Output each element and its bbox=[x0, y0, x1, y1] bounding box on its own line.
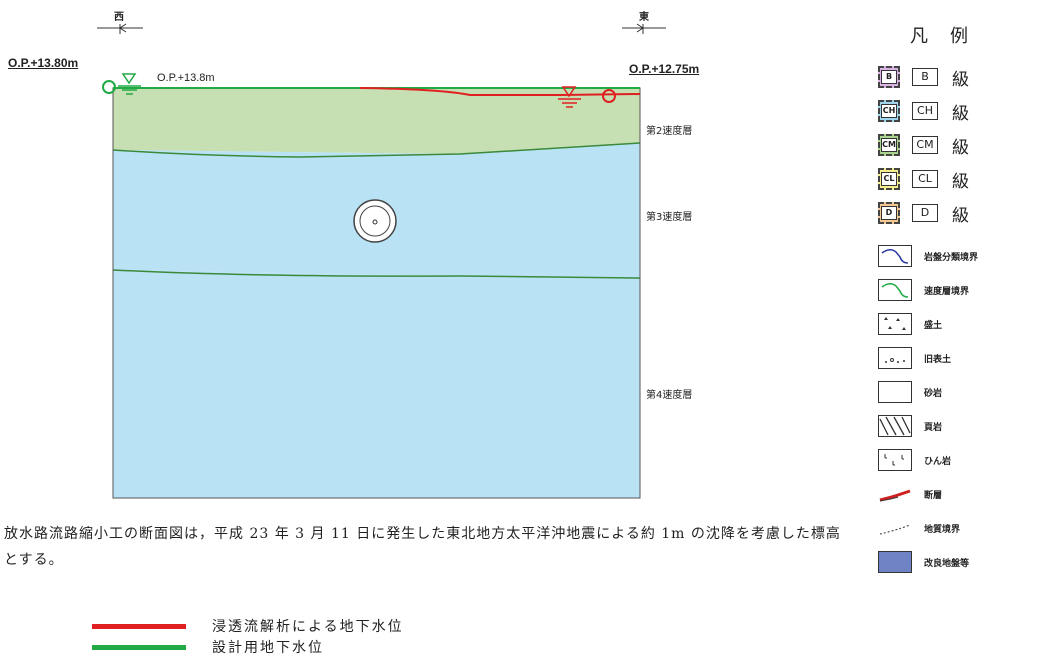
legend-grade-d: D D 級 bbox=[878, 200, 969, 226]
grade-cm-suffix: 級 bbox=[952, 137, 969, 158]
legend-title: 凡例 bbox=[910, 26, 990, 47]
legend-fill-soil: 盛土 bbox=[878, 311, 1034, 337]
inner-elevation-label: O.P.+13.8m bbox=[157, 72, 215, 84]
second-velocity-layer bbox=[113, 88, 640, 154]
fault-label: 断層 bbox=[924, 490, 943, 501]
shale-icon bbox=[878, 415, 912, 437]
grade-cm-swatch-code: CM bbox=[881, 138, 897, 152]
rock-class-boundary-label: 岩盤分類境界 bbox=[924, 252, 979, 263]
fourth-velocity-layer bbox=[113, 270, 640, 498]
legend-rock-class-boundary: 岩盤分類境界 bbox=[878, 243, 1034, 269]
velocity-boundary-icon bbox=[878, 279, 912, 301]
improved-ground-icon bbox=[878, 551, 912, 573]
design-water-level-symbol-icon bbox=[118, 73, 141, 95]
grade-cl-swatch-code: CL bbox=[881, 172, 897, 186]
fault-icon bbox=[879, 489, 911, 502]
fourth-velocity-layer-label: 第4速度層 bbox=[646, 390, 693, 401]
grade-ch-suffix: 級 bbox=[952, 103, 969, 124]
grade-b-swatch: B bbox=[878, 66, 900, 88]
infiltration-line-label: 浸透流解析による地下水位 bbox=[212, 619, 404, 635]
grade-cl-code: CL bbox=[912, 170, 938, 188]
legend-fault: 断層 bbox=[878, 481, 1034, 507]
grade-ch-swatch-code: CH bbox=[881, 104, 897, 118]
design-line-swatch bbox=[92, 644, 186, 650]
design-line-label: 設計用地下水位 bbox=[212, 640, 324, 656]
left-elevation-marker-icon bbox=[102, 80, 116, 94]
porphyrite-icon bbox=[878, 449, 912, 471]
grade-cl-suffix: 級 bbox=[952, 171, 969, 192]
infiltration-line-swatch bbox=[92, 623, 186, 629]
layer-boundary-3-4 bbox=[112, 269, 641, 279]
legend-grade-cl: CL CL 級 bbox=[878, 166, 969, 192]
east-direction-arrow-icon bbox=[622, 23, 666, 34]
legend-grade-b: B B 級 bbox=[878, 64, 969, 90]
second-velocity-layer-label: 第2速度層 bbox=[646, 126, 693, 137]
legend-velocity-boundary: 速度層境界 bbox=[878, 277, 1034, 303]
grade-d-suffix: 級 bbox=[952, 205, 969, 226]
porphyrite-label: ひん岩 bbox=[924, 456, 952, 467]
grade-b-suffix: 級 bbox=[952, 69, 969, 90]
grade-d-swatch-code: D bbox=[881, 206, 897, 220]
legend-sandstone: 砂岩 bbox=[878, 379, 1034, 405]
improved-ground-label: 改良地盤等 bbox=[924, 558, 970, 569]
legend-panel: 凡例 B B 級 CH CH 級 CM CM 級 CL CL 級 D D 級 岩… bbox=[860, 0, 1047, 662]
sandstone-label: 砂岩 bbox=[924, 388, 943, 399]
legend-grade-ch: CH CH 級 bbox=[878, 98, 969, 124]
old-topsoil-label: 旧表土 bbox=[924, 354, 952, 365]
section-note: 放水路流路縮小工の断面図は，平成 23 年 3 月 11 日に発生した東北地方太… bbox=[4, 526, 841, 568]
fill-soil-label: 盛土 bbox=[924, 320, 943, 331]
infiltration-water-level-line bbox=[359, 87, 641, 96]
grade-ch-swatch: CH bbox=[878, 100, 900, 122]
grade-b-code: B bbox=[912, 68, 938, 86]
geologic-boundary-icon bbox=[879, 524, 911, 535]
left-elevation-label: O.P.+13.80m bbox=[8, 56, 79, 70]
water-level-legend-infiltration: 浸透流解析による地下水位 bbox=[92, 617, 404, 635]
culvert-pipe-icon bbox=[353, 199, 397, 243]
geologic-boundary-label: 地質境界 bbox=[924, 524, 961, 535]
legend-old-topsoil: 旧表土 bbox=[878, 345, 1034, 371]
legend-grade-cm: CM CM 級 bbox=[878, 132, 969, 158]
legend-shale: 頁岩 bbox=[878, 413, 1034, 439]
grade-b-swatch-code: B bbox=[881, 70, 897, 84]
grade-cm-code: CM bbox=[912, 136, 938, 154]
rock-class-boundary-icon bbox=[878, 245, 912, 267]
grade-cm-swatch: CM bbox=[878, 134, 900, 156]
legend-porphyrite: ひん岩 bbox=[878, 447, 1034, 473]
infiltration-water-level-symbol-icon bbox=[558, 86, 581, 108]
water-level-legend-design: 設計用地下水位 bbox=[92, 638, 324, 656]
legend-geologic-boundary: 地質境界 bbox=[878, 515, 1034, 541]
grade-d-code: D bbox=[912, 204, 938, 222]
legend-improved-ground: 改良地盤等 bbox=[878, 549, 1034, 575]
west-label: 西 bbox=[114, 12, 124, 23]
shale-label: 頁岩 bbox=[924, 422, 943, 433]
layer-boundary-2-3 bbox=[112, 142, 641, 158]
grade-d-swatch: D bbox=[878, 202, 900, 224]
grade-cl-swatch: CL bbox=[878, 168, 900, 190]
third-velocity-layer-label: 第3速度層 bbox=[646, 212, 693, 223]
velocity-boundary-label: 速度層境界 bbox=[924, 286, 970, 297]
fill-soil-icon bbox=[878, 313, 912, 335]
grade-ch-code: CH bbox=[912, 102, 938, 120]
old-topsoil-icon bbox=[878, 347, 912, 369]
east-label: 東 bbox=[639, 12, 649, 23]
right-elevation-label: O.P.+12.75m bbox=[629, 62, 700, 76]
west-direction-arrow-icon bbox=[97, 23, 143, 34]
sandstone-icon bbox=[878, 381, 912, 403]
cross-section-diagram bbox=[97, 23, 666, 499]
right-elevation-marker-icon bbox=[602, 89, 616, 103]
